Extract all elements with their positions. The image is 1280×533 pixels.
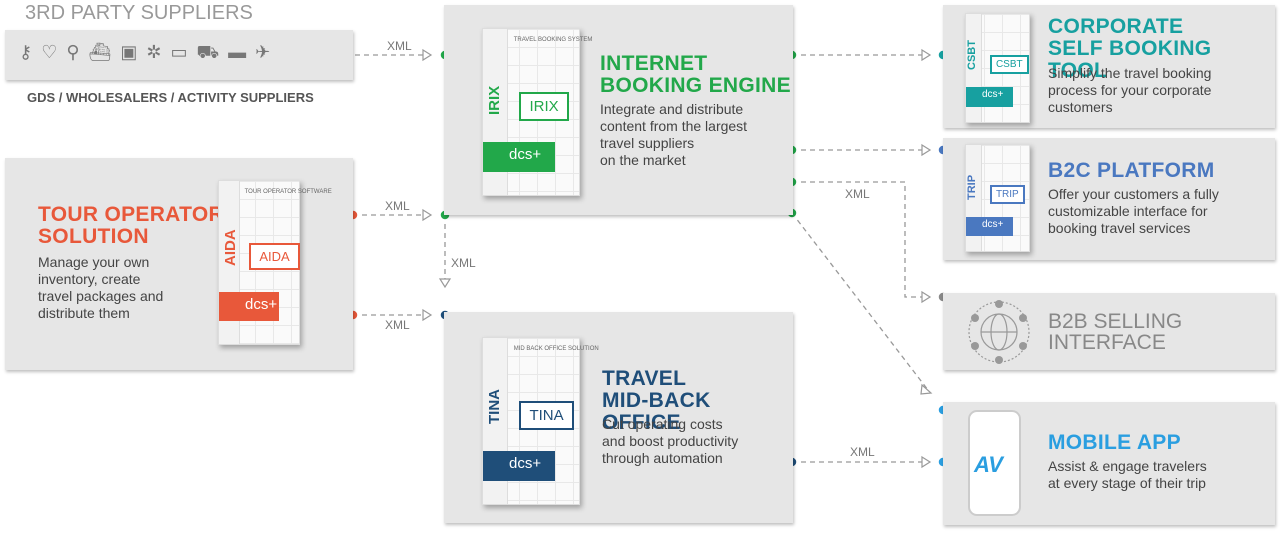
desc-line: Assist & engage travelers: [1048, 458, 1207, 474]
dcs-brand: dcs+: [483, 450, 555, 481]
av-logo: AV: [974, 452, 1003, 477]
mobile-title: MOBILE APP: [1048, 431, 1181, 454]
xml-label: XML: [451, 256, 476, 270]
box-logo: AIDA: [249, 242, 300, 270]
package-icon: ▣: [120, 42, 138, 62]
b2c-panel: TRIP TRIP dcs+ B2C PLATFORM Offer your cus…: [943, 138, 1275, 260]
b2c-title: B2C PLATFORM: [1048, 159, 1215, 182]
car-icon: ⛟: [196, 42, 220, 62]
desc-line: customizable interface for: [1048, 203, 1208, 219]
bus-icon: ▭: [170, 42, 188, 62]
ibe-title-1: INTERNET: [600, 52, 708, 75]
desc-line: on the market: [600, 152, 686, 168]
network-globe-icon: [968, 300, 1030, 364]
aida-product-box: AIDA TOUR OPERATOR SOFTWARE AIDA dcs+: [218, 180, 332, 345]
box-top: MID BACK OFFICE SOLUTION: [513, 346, 599, 352]
phone-icon: AV: [968, 410, 1021, 516]
hand-heart-icon: ♡: [41, 42, 58, 62]
box-name: IRIX: [486, 86, 503, 116]
desc-line: process for your corporate: [1048, 82, 1212, 98]
desc-line: customers: [1048, 99, 1113, 115]
dcs-brand: dcs+: [966, 217, 1014, 237]
tina-product-box: TINA MID BACK OFFICE SOLUTION TINA dcs+: [482, 337, 599, 505]
box-logo: IRIX: [519, 92, 569, 122]
box-logo: TRIP: [989, 185, 1025, 205]
bicycle-icon: ⚲: [66, 42, 80, 62]
key-icon: ⚷: [19, 42, 33, 62]
b2b-title-1: B2B SELLING: [1048, 310, 1183, 333]
tina-title-1: TRAVEL: [602, 367, 687, 390]
xml-label: XML: [845, 187, 870, 201]
desc-line: Manage your own: [38, 254, 150, 270]
desc-line: at every stage of their trip: [1048, 475, 1206, 491]
box-name: AIDA: [222, 229, 239, 266]
xml-label: XML: [387, 39, 412, 53]
ibe-panel: IRIX TRAVEL BOOKING SYSTEM IRIX dcs+ INTERN…: [444, 5, 793, 215]
b2b-title-2: INTERFACE: [1048, 331, 1166, 354]
tina-title-2: MID-BACK OFFICE: [602, 389, 711, 434]
box-name: CSBT: [966, 40, 978, 71]
box-top: TOUR OPERATOR SOFTWARE: [244, 189, 332, 195]
suppliers-title: 3RD PARTY SUPPLIERS: [25, 2, 253, 24]
palm-tree-icon: ✲: [146, 42, 162, 62]
bed-icon: ▬: [228, 42, 247, 62]
desc-line: Cut operating costs: [602, 416, 723, 432]
desc-line: Integrate and distribute: [600, 101, 744, 117]
xml-label: XML: [850, 445, 875, 459]
dcs-brand: dcs+: [966, 87, 1014, 107]
suppliers-panel: ⚷ ♡ ⚲ ⛴ ▣ ✲ ▭ ⛟ ▬ ✈: [5, 30, 353, 80]
irix-product-box: IRIX TRAVEL BOOKING SYSTEM IRIX dcs+: [482, 28, 592, 196]
dcs-brand: dcs+: [483, 141, 555, 172]
suppliers-subtitle: GDS / WHOLESALERS / ACTIVITY SUPPLIERS: [27, 90, 314, 105]
xml-label: XML: [385, 318, 410, 332]
tour-title-2: SOLUTION: [38, 225, 149, 248]
desc-line: Simplify the travel booking: [1048, 65, 1212, 81]
desc-line: travel packages and: [38, 288, 164, 304]
tour-title-1: TOUR OPERATOR: [38, 203, 224, 226]
box-logo: TINA: [519, 401, 574, 431]
airplane-icon: ✈: [255, 42, 271, 62]
dcs-brand: dcs+: [219, 291, 279, 322]
csbt-title-1: CORPORATE: [1048, 15, 1184, 38]
desc-line: travel suppliers: [600, 135, 695, 151]
trip-product-box: TRIP TRIP dcs+: [965, 144, 1030, 252]
desc-line: booking travel services: [1048, 220, 1191, 236]
desc-line: and boost productivity: [602, 433, 739, 449]
desc-line: Offer your customers a fully: [1048, 186, 1219, 202]
box-logo: CSBT: [989, 55, 1029, 75]
cruise-ship-icon: ⛴: [88, 42, 112, 62]
desc-line: through automation: [602, 450, 723, 466]
box-name: TRIP: [966, 175, 978, 201]
desc-line: inventory, create: [38, 271, 141, 287]
desc-line: distribute them: [38, 305, 130, 321]
csbt-title-2: SELF BOOKING TOOL: [1048, 37, 1212, 82]
xml-label: XML: [385, 199, 410, 213]
csbt-product-box: CSBT CSBT dcs+: [965, 13, 1030, 123]
box-name: TINA: [486, 389, 503, 425]
tina-panel: TINA MID BACK OFFICE SOLUTION TINA dcs+ TRA…: [444, 312, 793, 523]
desc-line: content from the largest: [600, 118, 748, 134]
ibe-title-2: BOOKING ENGINE: [600, 74, 791, 97]
box-top: TRAVEL BOOKING SYSTEM: [513, 37, 593, 43]
